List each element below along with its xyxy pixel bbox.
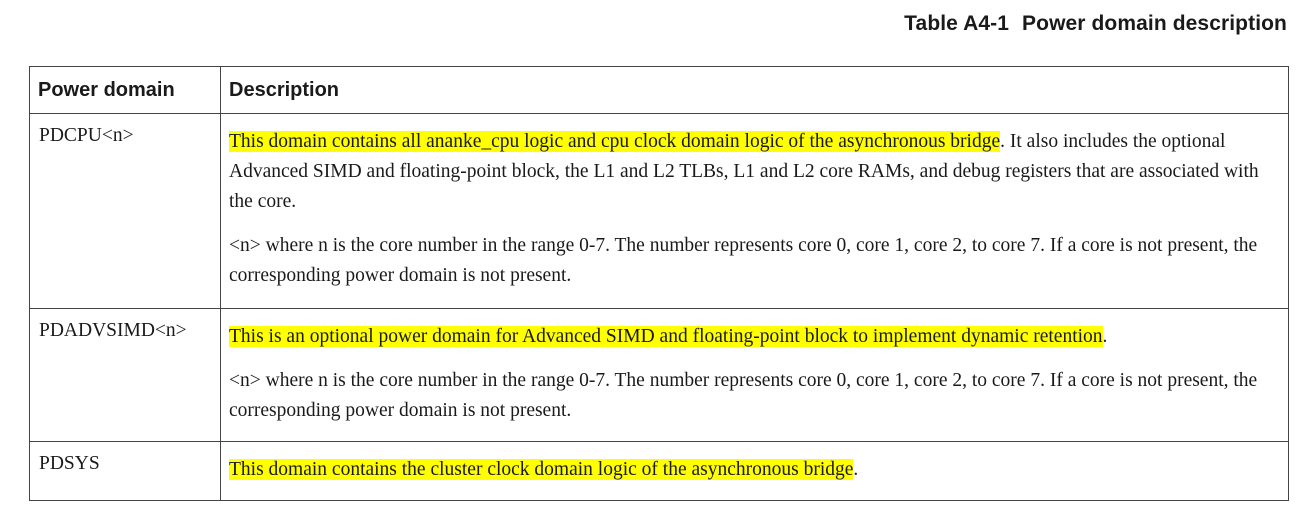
- core-number-note: <n> where n is the core number in the ra…: [229, 235, 1258, 286]
- table-row: PDADVSIMD<n> This is an optional power d…: [29, 308, 1289, 442]
- table-title: Power domain description: [1022, 12, 1287, 35]
- power-domain-table: Power domain Description PDCPU<n> This d…: [29, 66, 1289, 501]
- table-caption: Table A4-1 Power domain description: [904, 12, 1287, 36]
- power-domain-name: PDCPU<n>: [29, 113, 221, 309]
- table-number: Table A4-1: [904, 12, 1010, 35]
- power-domain-name: PDADVSIMD<n>: [29, 308, 221, 442]
- power-domain-description: This is an optional power domain for Adv…: [220, 308, 1289, 442]
- description-paragraph: This is an optional power domain for Adv…: [229, 322, 1278, 352]
- description-paragraph: This domain contains the cluster clock d…: [229, 455, 1278, 485]
- description-text: .: [853, 459, 859, 480]
- table-row: PDSYS This domain contains the cluster c…: [29, 441, 1289, 501]
- table-row: PDCPU<n> This domain contains all ananke…: [29, 113, 1289, 309]
- highlighted-text: This domain contains all ananke_cpu logi…: [229, 131, 1001, 152]
- column-header-description: Description: [220, 66, 1289, 114]
- power-domain-description: This domain contains the cluster clock d…: [220, 441, 1289, 501]
- highlighted-text: This domain contains the cluster clock d…: [229, 459, 854, 480]
- highlighted-text: This is an optional power domain for Adv…: [229, 326, 1103, 347]
- column-header-power-domain: Power domain: [29, 66, 221, 114]
- description-paragraph: This domain contains all ananke_cpu logi…: [229, 127, 1278, 217]
- description-text: .: [1102, 326, 1108, 347]
- description-text: . It also includes the optional Advanced…: [229, 131, 1259, 212]
- core-number-note: <n> where n is the core number in the ra…: [229, 370, 1258, 421]
- table-header-row: Power domain Description: [29, 66, 1289, 114]
- power-domain-description: This domain contains all ananke_cpu logi…: [220, 113, 1289, 309]
- power-domain-name: PDSYS: [29, 441, 221, 501]
